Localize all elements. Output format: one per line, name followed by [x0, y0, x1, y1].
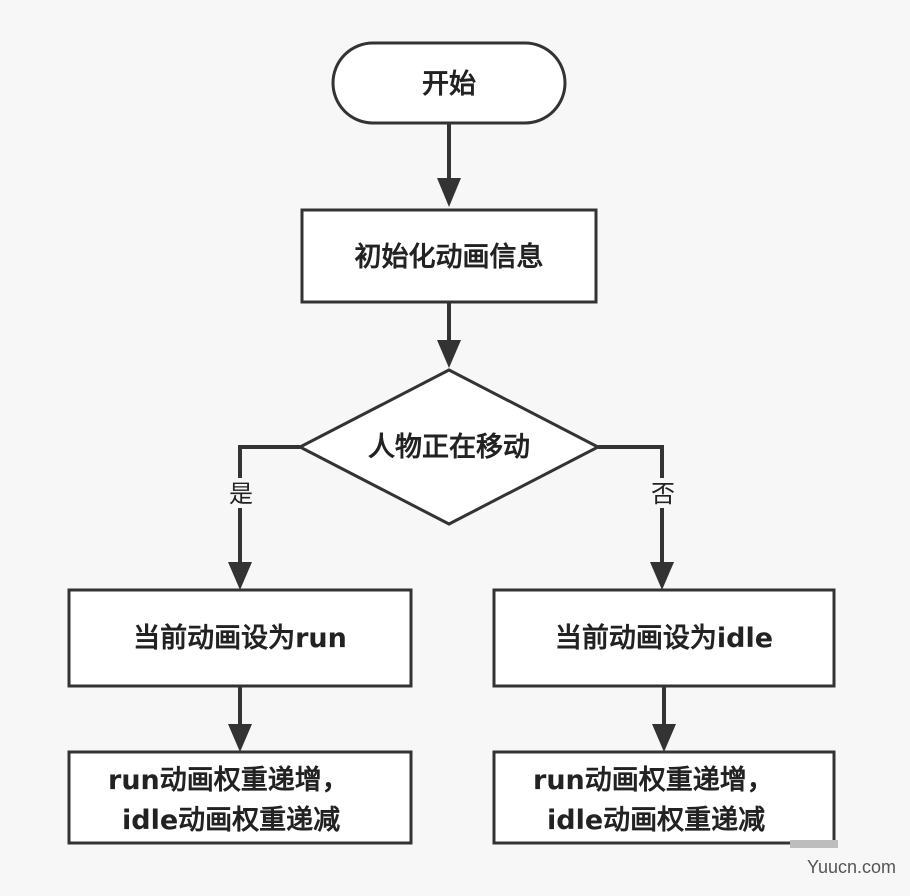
- edge-yes-branch: [228, 445, 300, 590]
- idle-weights-line-1: run动画权重递增，: [533, 764, 774, 796]
- watermark: Yuucn.com: [806, 857, 896, 877]
- start-label: 开始: [422, 68, 476, 100]
- set-run-node: 当前动画设为run: [67, 588, 413, 688]
- decision-node: 人物正在移动: [296, 368, 602, 526]
- edge-no-branch: [598, 445, 674, 590]
- edge-start-to-init: [437, 123, 461, 207]
- run-weights-line-1: run动画权重递增，: [108, 764, 349, 796]
- edge-idle-to-weights: [652, 686, 676, 752]
- set-idle-label: 当前动画设为idle: [555, 622, 773, 654]
- run-weights-line-2: idle动画权重递减: [122, 804, 340, 836]
- idle-weights-line-2: idle动画权重递减: [547, 804, 765, 836]
- edge-run-to-weights: [228, 686, 252, 752]
- set-idle-node: 当前动画设为idle: [492, 588, 836, 688]
- start-node: 开始: [331, 41, 567, 125]
- init-label: 初始化动画信息: [355, 241, 544, 273]
- edge-init-to-decision: [437, 302, 461, 368]
- idle-weights-node: run动画权重递增， idle动画权重递减: [492, 750, 836, 845]
- set-run-label: 当前动画设为run: [133, 622, 347, 654]
- yes-label: 是: [229, 480, 253, 508]
- watermark-bar: [790, 840, 838, 848]
- no-label: 否: [651, 480, 675, 508]
- run-weights-node: run动画权重递增， idle动画权重递减: [67, 750, 413, 845]
- init-node: 初始化动画信息: [300, 208, 598, 304]
- decision-label: 人物正在移动: [368, 432, 530, 463]
